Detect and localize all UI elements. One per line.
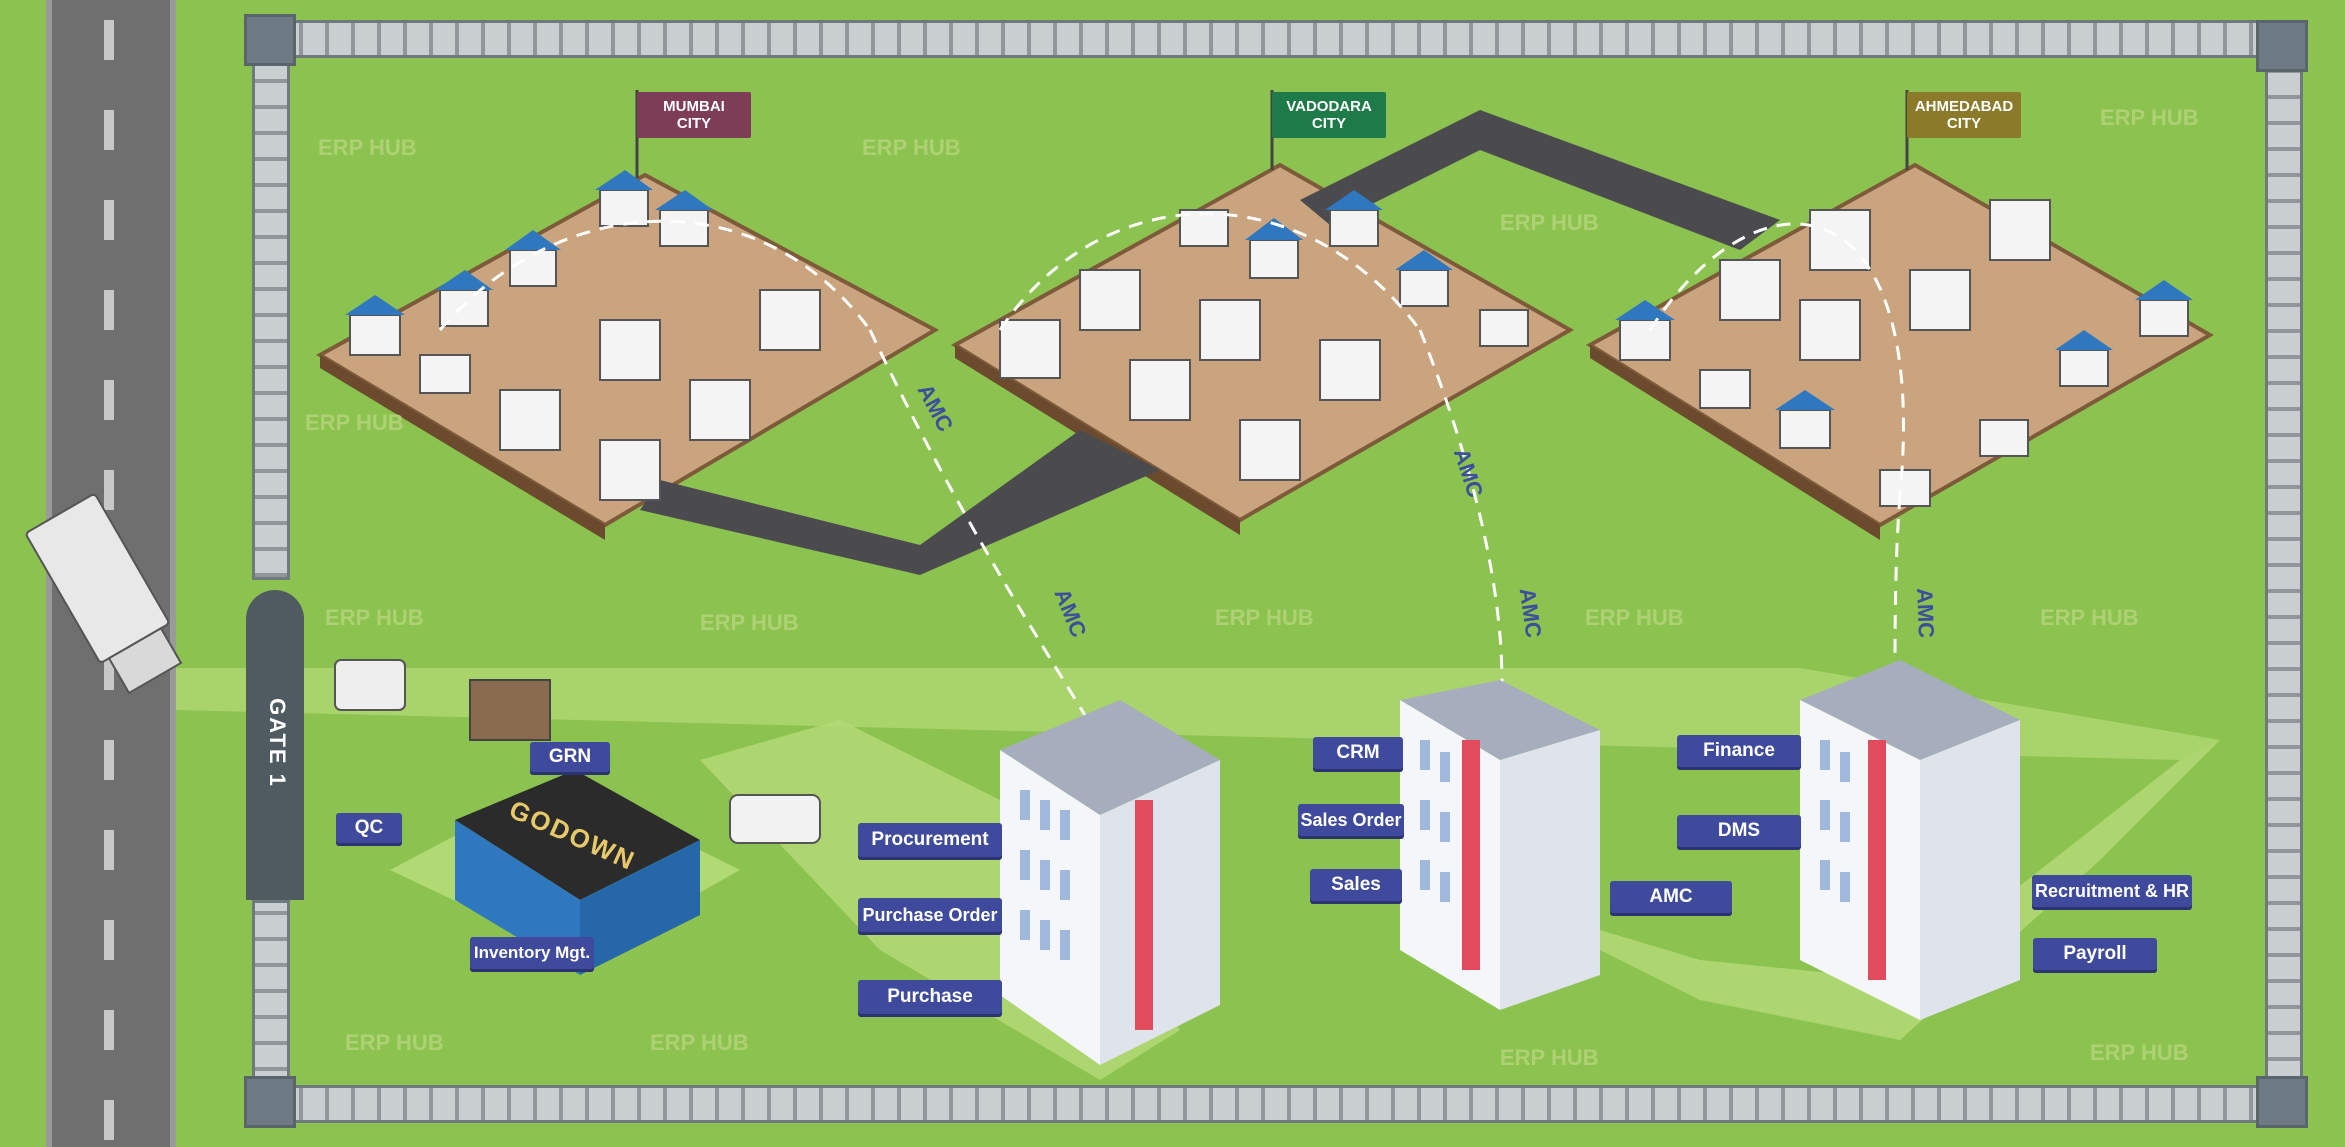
city-flag-ahmedabad[interactable]: AHMEDABAD CITY [1907,92,2021,138]
road-dash [104,110,114,150]
fence-post [244,1076,296,1128]
watermark: ERP HUB [700,610,799,635]
fence-top [270,20,2260,58]
watermark: ERP HUB [2040,605,2139,630]
amc-link-label: AMC [1912,587,1939,639]
purchase-label[interactable]: Purchase [858,980,1002,1014]
fence-post [244,14,296,66]
grn-label[interactable]: GRN [530,742,610,772]
road-dash [104,470,114,510]
inventory-label[interactable]: Inventory Mgt. [470,937,594,969]
watermark: ERP HUB [1500,1045,1599,1070]
city-flag-vadodara[interactable]: VADODARA CITY [1272,92,1386,138]
road-dash [104,740,114,780]
road-dash [104,920,114,960]
road-dash [104,380,114,420]
road-dash [104,20,114,60]
road-dash [104,650,114,690]
sales-label[interactable]: Sales [1310,869,1402,901]
fence-post [2256,20,2308,72]
watermark: ERP HUB [2090,1040,2189,1065]
road-dash [104,290,114,330]
crm-label[interactable]: CRM [1313,737,1403,769]
road-dash [104,200,114,240]
watermark: ERP HUB [318,135,417,160]
watermark: ERP HUB [650,1030,749,1055]
purchase-order-label[interactable]: Purchase Order [858,898,1002,932]
fence-left-lower [252,900,290,1100]
road-dash [104,1010,114,1050]
fence-right [2265,40,2303,1090]
watermark: ERP HUB [1500,210,1599,235]
finance-label[interactable]: Finance [1677,735,1801,767]
city-flag-mumbai[interactable]: MUMBAI CITY [637,92,751,138]
fence-post [2256,1076,2308,1128]
payroll-label[interactable]: Payroll [2033,938,2157,970]
watermark: ERP HUB [305,410,404,435]
road-dash [104,830,114,870]
fence-bottom [270,1085,2260,1123]
procurement-label[interactable]: Procurement [858,823,1002,857]
sales-order-label[interactable]: Sales Order [1298,804,1404,836]
watermark: ERP HUB [2100,105,2199,130]
watermark: ERP HUB [345,1030,444,1055]
recruitment-hr-label[interactable]: Recruitment & HR [2032,875,2192,907]
gate-label: GATE 1 [264,698,290,788]
amc-module-label[interactable]: AMC [1610,881,1732,913]
qc-label[interactable]: QC [336,813,402,843]
watermark: ERP HUB [862,135,961,160]
dms-label[interactable]: DMS [1677,815,1801,847]
road-dash [104,1100,114,1140]
fence-left-upper [252,40,290,580]
watermark: ERP HUB [1215,605,1314,630]
gate-1[interactable]: GATE 1 [246,590,304,900]
watermark: ERP HUB [1585,605,1684,630]
watermark: ERP HUB [325,605,424,630]
